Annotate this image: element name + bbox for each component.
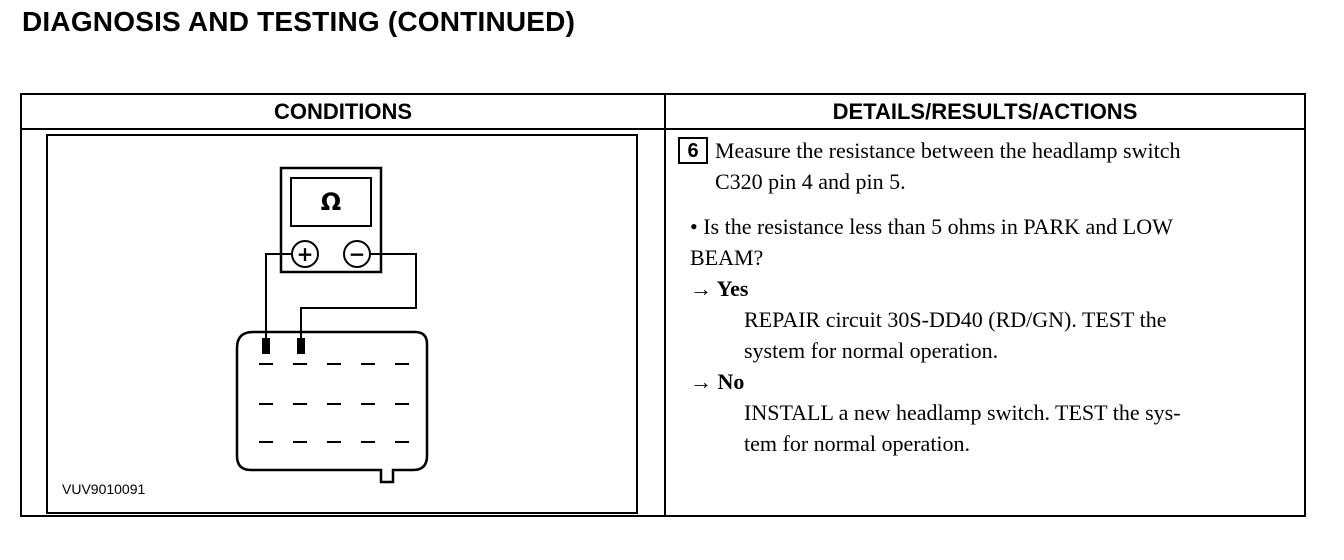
figure-id: VUV9010091 bbox=[62, 481, 146, 497]
details-header: DETAILS/RESULTS/ACTIONS bbox=[832, 99, 1138, 124]
column-divider bbox=[664, 95, 666, 515]
multimeter-diagram: Ω + − bbox=[235, 166, 429, 484]
positive-lead bbox=[265, 253, 292, 341]
positive-probe-tip bbox=[262, 338, 270, 354]
step-number-badge: 6 bbox=[678, 137, 708, 164]
negative-symbol: − bbox=[349, 242, 366, 266]
connector-pins bbox=[259, 363, 409, 443]
no-action: INSTALL a new headlamp switch. TEST the … bbox=[690, 397, 1310, 459]
connector-body bbox=[235, 330, 429, 484]
question-line-1: • Is the resistance less than 5 ohms in … bbox=[690, 214, 1173, 239]
multimeter-body bbox=[279, 166, 383, 274]
diagnosis-table: CONDITIONS DETAILS/RESULTS/ACTIONS Ω + − bbox=[20, 93, 1306, 517]
ohm-symbol: Ω bbox=[321, 188, 341, 216]
multimeter-display bbox=[290, 177, 372, 227]
instruction-line-2: C320 pin 4 and pin 5. bbox=[715, 169, 906, 194]
yes-label: → Yes bbox=[690, 276, 749, 301]
page-title: DIAGNOSIS AND TESTING (CONTINUED) bbox=[22, 6, 576, 37]
multimeter-illustration: Ω + − bbox=[46, 134, 638, 514]
yes-action-line-2: system for normal operation. bbox=[744, 338, 999, 363]
instruction-line-1: Measure the resistance between the headl… bbox=[715, 138, 1181, 163]
step-instruction: 6 Measure the resistance between the hea… bbox=[678, 135, 1310, 197]
no-label: → No bbox=[690, 369, 745, 394]
conditions-header: CONDITIONS bbox=[273, 99, 413, 124]
yes-action: REPAIR circuit 30S-DD40 (RD/GN). TEST th… bbox=[690, 304, 1310, 366]
yes-action-line-1: REPAIR circuit 30S-DD40 (RD/GN). TEST th… bbox=[744, 307, 1167, 332]
positive-symbol: + bbox=[297, 242, 314, 266]
negative-probe-tip bbox=[297, 338, 305, 354]
header-divider bbox=[22, 128, 1304, 130]
question-line-2: BEAM? bbox=[690, 245, 764, 270]
step-details: 6 Measure the resistance between the hea… bbox=[678, 135, 1310, 459]
no-action-line-1: INSTALL a new headlamp switch. TEST the … bbox=[744, 400, 1181, 425]
negative-lead bbox=[300, 253, 417, 341]
no-action-line-2: tem for normal operation. bbox=[744, 431, 971, 456]
test-question: • Is the resistance less than 5 ohms in … bbox=[690, 211, 1310, 273]
